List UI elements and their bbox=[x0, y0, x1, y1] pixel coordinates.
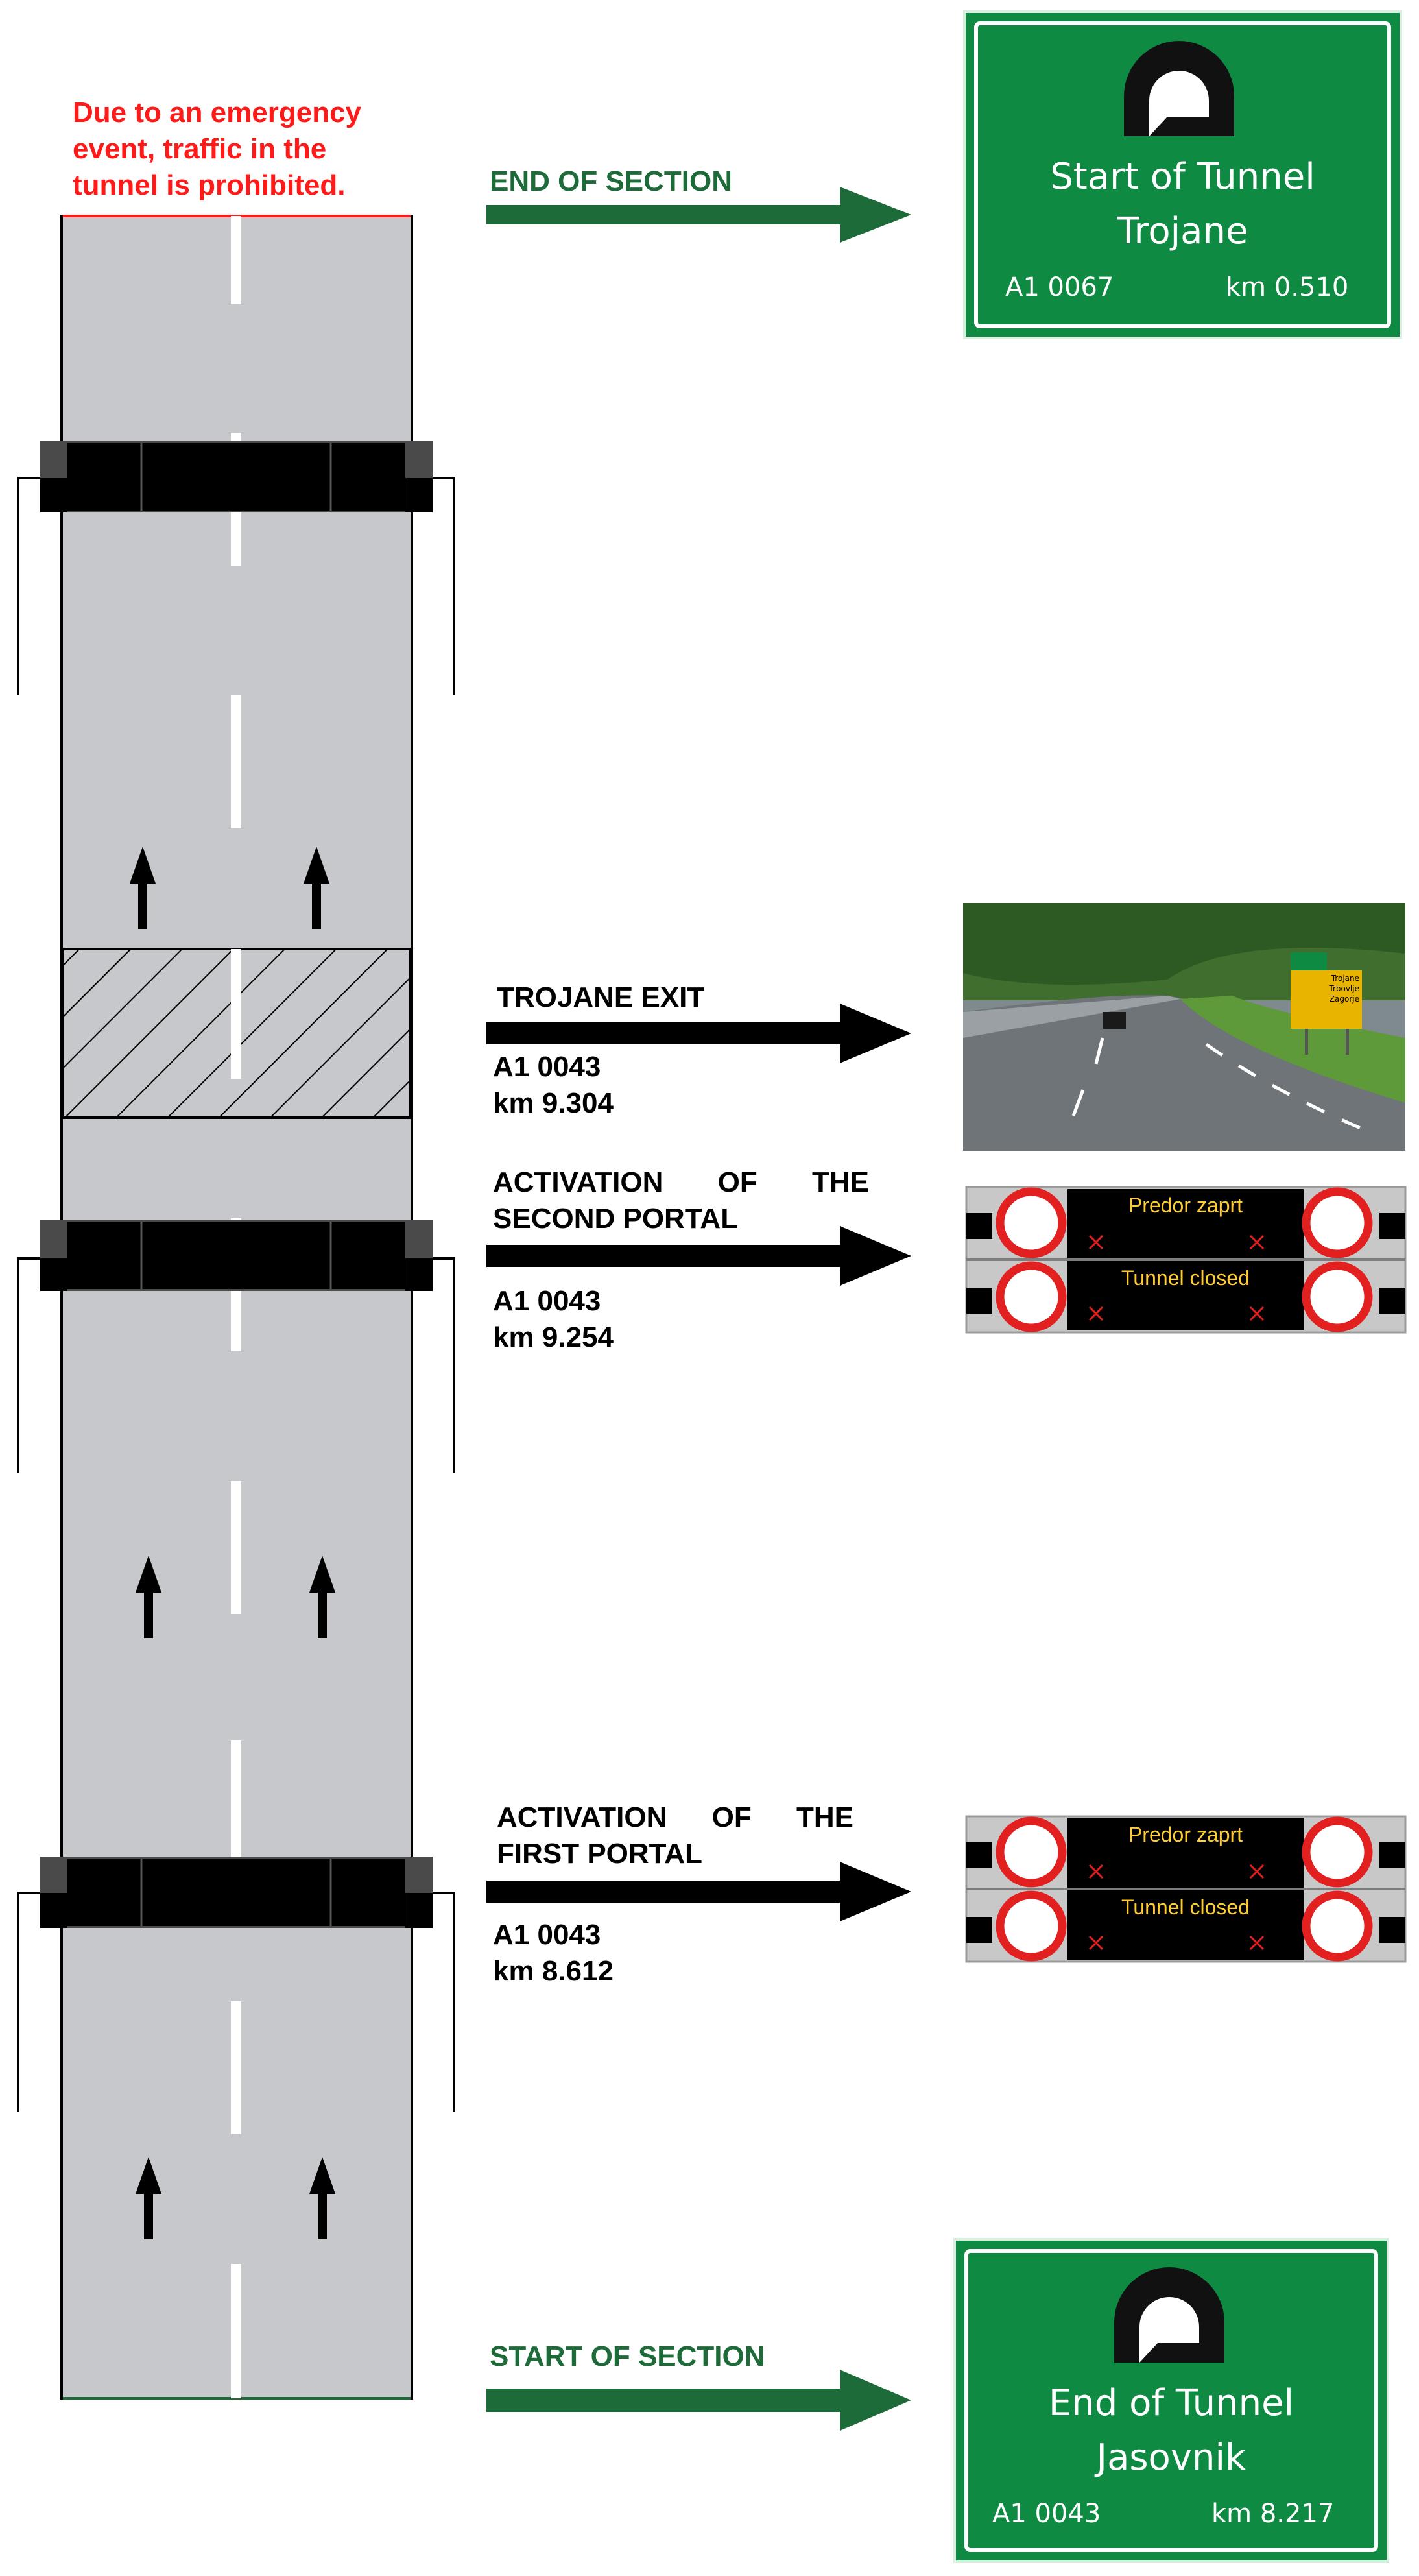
second-portal-road: A1 0043 bbox=[493, 1285, 601, 1317]
sign-title: End of Tunnel bbox=[1048, 2382, 1294, 2424]
vms-line-slovene: Predor zaprt bbox=[1128, 1194, 1243, 1217]
lane-markings bbox=[231, 216, 241, 2398]
second-portal-arrow bbox=[486, 1226, 911, 1286]
first-portal-label-line2: FIRST PORTAL bbox=[497, 1838, 702, 1870]
second-portal-km: km 9.254 bbox=[493, 1321, 614, 1353]
direction-arrow bbox=[136, 2157, 161, 2239]
sign-title: Start of Tunnel bbox=[1050, 156, 1315, 198]
first-portal-km: km 8.612 bbox=[493, 1955, 614, 1987]
vms-line-english: Tunnel closed bbox=[1121, 1896, 1250, 1919]
start-of-section-arrow bbox=[486, 2370, 911, 2431]
sign-road-code: A1 0067 bbox=[1005, 272, 1114, 302]
trojane-exit-label: TROJANE EXIT bbox=[497, 981, 705, 1013]
trojane-exit-arrow bbox=[486, 1004, 911, 1063]
photo-sign-line: Trbovlje bbox=[1329, 984, 1359, 993]
vms-first-portal bbox=[965, 1815, 1407, 1963]
first-portal-road: A1 0043 bbox=[493, 1919, 601, 1951]
photo-sign-text: Trojane Trbovlje Zagorje bbox=[1294, 973, 1359, 1004]
trojane-exit-road: A1 0043 bbox=[493, 1051, 601, 1083]
tunnel-icon bbox=[1124, 41, 1234, 136]
direction-arrow bbox=[304, 847, 329, 929]
vms-second-portal bbox=[965, 1186, 1407, 1334]
start-of-tunnel-sign bbox=[963, 10, 1402, 339]
sign-name: Trojane bbox=[1117, 210, 1248, 252]
photo-sign-line: Zagorje bbox=[1329, 994, 1359, 1004]
sign-km: km 0.510 bbox=[1226, 272, 1349, 302]
second-portal-label-line1: ACTIVATION OF THE bbox=[493, 1166, 869, 1198]
end-of-section-arrow bbox=[486, 187, 911, 243]
tunnel-icon bbox=[1114, 2267, 1224, 2363]
direction-arrow bbox=[309, 1556, 335, 1638]
first-portal-arrow bbox=[486, 1862, 911, 1921]
first-portal-label-line1: ACTIVATION OF THE bbox=[497, 1801, 853, 1833]
second-portal-label-line2: SECOND PORTAL bbox=[493, 1203, 739, 1234]
direction-arrow bbox=[130, 847, 156, 929]
first-portal-gantry bbox=[17, 1857, 455, 2112]
gantry-top bbox=[17, 441, 455, 695]
direction-arrow bbox=[309, 2157, 335, 2239]
emergency-warning: Due to an emergency event, traffic in th… bbox=[73, 97, 362, 201]
second-portal-gantry bbox=[17, 1220, 455, 1473]
sign-name: Jasovnik bbox=[1096, 2437, 1246, 2479]
photo-sign-line: Trojane bbox=[1331, 974, 1359, 983]
end-of-tunnel-sign bbox=[953, 2238, 1389, 2563]
trojane-exit-photo bbox=[963, 903, 1405, 1151]
sign-km: km 8.217 bbox=[1211, 2499, 1335, 2529]
direction-arrow bbox=[136, 1556, 161, 1638]
end-of-section-label: END OF SECTION bbox=[490, 165, 733, 197]
vms-line-english: Tunnel closed bbox=[1121, 1266, 1250, 1290]
start-of-section-label: START OF SECTION bbox=[490, 2341, 765, 2372]
direction-arrows bbox=[130, 847, 335, 2239]
vms-line-slovene: Predor zaprt bbox=[1128, 1823, 1243, 1846]
sign-road-code: A1 0043 bbox=[992, 2499, 1101, 2529]
trojane-exit-km: km 9.304 bbox=[493, 1087, 614, 1119]
